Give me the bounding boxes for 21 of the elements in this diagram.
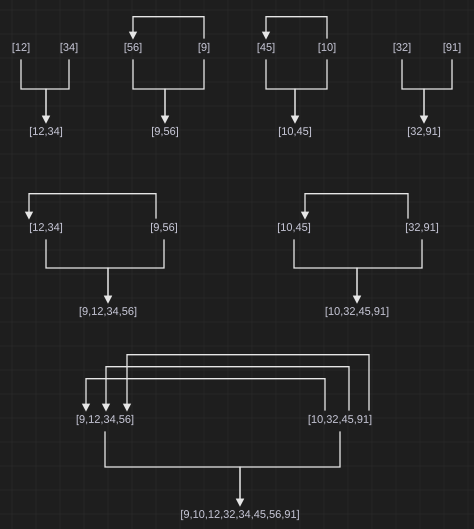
number-list: [12,34] xyxy=(30,222,62,234)
number-list: [9,56] xyxy=(151,222,177,234)
number-list: [9,10,12,32,34,45,56,91] xyxy=(181,510,299,520)
number-list: [10,45] xyxy=(278,222,310,234)
number-list: [9] xyxy=(198,42,210,54)
number-list: [10] xyxy=(318,42,336,54)
number-list: [32] xyxy=(394,42,410,54)
number-list: [12,34] xyxy=(30,126,62,138)
number-list: [9,12,34,56] xyxy=(76,414,134,426)
number-list: [9,12,34,56] xyxy=(80,306,136,318)
number-list: [32,91] xyxy=(408,126,440,138)
number-list: [32,91] xyxy=(406,222,438,234)
number-list: [10,32,45,91] xyxy=(326,306,388,318)
number-list: [91] xyxy=(444,42,460,54)
number-list: [9,56] xyxy=(152,126,178,138)
number-list: [10,32,45,91] xyxy=(308,414,372,426)
number-list: [10,45] xyxy=(278,126,312,138)
number-list: [45] xyxy=(258,42,274,54)
number-list: [12] xyxy=(12,42,30,54)
number-list: [56] xyxy=(124,42,142,54)
number-list: [34] xyxy=(60,42,78,54)
